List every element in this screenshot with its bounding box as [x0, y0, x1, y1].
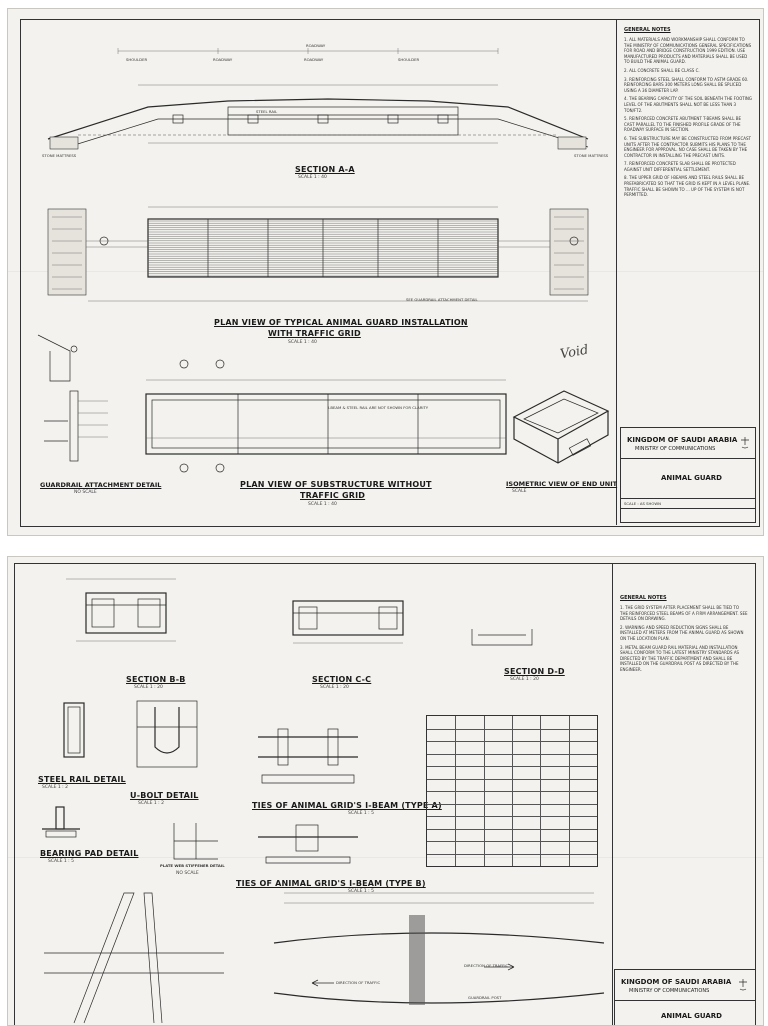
general-note-item: 2. ALL CONCRETE SHALL BE CLASS C. — [624, 67, 700, 73]
general-note-item: 7. REINFORCED CONCRETE SLAB SHALL BE PRO… — [624, 161, 736, 172]
section-bb-scale: SCALE 1 : 20 — [134, 685, 163, 690]
ties-type-a-scale: SCALE 1 : 5 — [348, 811, 374, 816]
section-cc-drawing — [292, 600, 404, 644]
notes-column-divider — [612, 563, 613, 1025]
bearing-pad-drawing — [42, 806, 80, 838]
general-note-item: 4. THE BEARING CAPACITY OF THE SOIL BENE… — [624, 96, 752, 113]
dimension-label: ROADWAY — [304, 57, 324, 62]
site-layout-drawing — [44, 892, 605, 1024]
guardrail-detail-title: GUARDRAIL ATTACHMENT DETAIL — [40, 481, 162, 489]
general-notes-list: 1. THE GRID SYSTEM AFTER PLACEMENT SHALL… — [620, 605, 748, 676]
section-bb-title: SECTION B-B — [126, 675, 186, 684]
substructure-title-line2: TRAFFIC GRID — [300, 491, 366, 500]
stone-mattress-label-right: STONE MATTRESS — [574, 153, 609, 158]
substructure-scale: SCALE 1 : 40 — [308, 502, 337, 507]
plan-view-scale: SCALE 1 : 40 — [288, 340, 317, 345]
title-block-drawing-name: ANIMAL GUARD — [661, 1012, 722, 1020]
direction-traffic-label-2: DIRECTION OF TRAFFIC — [464, 963, 509, 968]
bearing-pad-title: BEARING PAD DETAIL — [40, 849, 139, 858]
guardrail-detail-scale: NO SCALE — [74, 490, 97, 495]
drawing-border — [20, 19, 760, 527]
title-block: KINGDOM OF SAUDI ARABIA MINISTRY OF COMM… — [620, 427, 756, 523]
substructure-title: PLAN VIEW OF SUBSTRUCTURE WITHOUT — [240, 480, 432, 489]
guardrail-attach-label: SEE GUARDRAIL ATTACHMENT DETAIL — [406, 297, 478, 302]
steel-rail-scale: SCALE 1 : 2 — [42, 785, 68, 790]
substructure-plan-drawing — [145, 359, 507, 473]
notes-column-divider — [616, 19, 759, 525]
section-dd-scale: SCALE 1 : 20 — [510, 677, 539, 682]
section-cc-scale: SCALE 1 : 20 — [320, 685, 349, 690]
ties-type-b-drawing — [258, 824, 358, 864]
section-dd-drawing — [471, 629, 533, 646]
isometric-end-unit-drawing — [512, 390, 610, 464]
bearing-pad-scale: SCALE 1 : 5 — [48, 859, 74, 864]
bar-schedule-table — [426, 715, 598, 867]
general-notes-list: 1. ALL MATERIALS AND WORKMANSHIP SHALL C… — [624, 37, 752, 201]
guardrail-post-label: GUARDRAIL POST — [468, 995, 502, 1000]
dimension-label: ROADWAY — [213, 57, 233, 62]
title-block-scale: SCALE : AS SHOWN — [624, 501, 661, 506]
u-bolt-scale: SCALE 1 : 2 — [138, 801, 164, 806]
ties-type-b-title: TIES OF ANIMAL GRID'S I-BEAM (TYPE B) — [236, 879, 426, 888]
section-dd-title: SECTION D-D — [504, 667, 565, 676]
u-bolt-drawing — [136, 700, 198, 768]
plan-view-title-line2: WITH TRAFFIC GRID — [268, 329, 361, 338]
general-note-item: 2. WARNING AND SPEED REDUCTION SIGNS SHA… — [620, 624, 744, 641]
drawing-border — [14, 563, 756, 1025]
general-notes-title: GENERAL NOTES — [620, 595, 667, 601]
emblem-icon — [741, 437, 749, 449]
steel-rail-title: STEEL RAIL DETAIL — [38, 775, 126, 784]
general-notes-title: GENERAL NOTES — [624, 27, 671, 33]
emblem-icon — [739, 979, 747, 991]
dimension-label: SHOULDER — [398, 57, 420, 62]
paper-fold — [8, 857, 763, 858]
general-note-item: 8. THE UPPER GRID OF I-BEAMS AND STEEL R… — [624, 175, 751, 198]
section-aa-title: SECTION A-A — [295, 165, 355, 174]
title-block: KINGDOM OF SAUDI ARABIA MINISTRY OF COMM… — [614, 969, 756, 1025]
general-note-item: 6. THE SUBSTRUCTURE MAY BE CONSTRUCTED F… — [624, 135, 751, 158]
isometric-title: ISOMETRIC VIEW OF END UNIT — [506, 480, 618, 488]
ties-type-a-title: TIES OF ANIMAL GRID'S I-BEAM (TYPE A) — [252, 801, 442, 810]
section-bb-drawing — [66, 578, 176, 642]
plate-web-title: PLATE WEB STIFFENER DETAIL — [160, 863, 225, 868]
ties-type-a-drawing — [258, 728, 358, 784]
general-note-item: 5. REINFORCED CONCRETE ABUTMENT T-BEAMS … — [624, 116, 742, 133]
ties-type-b-scale: SCALE 1 : 5 — [348, 889, 374, 894]
stone-mattress-label-left: STONE MATTRESS — [42, 153, 77, 158]
drawing-sheet-2: GENERAL NOTES 1. THE GRID SYSTEM AFTER P… — [7, 556, 764, 1026]
u-bolt-title: U-BOLT DETAIL — [130, 791, 199, 800]
title-block-drawing-name: ANIMAL GUARD — [661, 474, 722, 482]
steel-rail-label: STEEL RAIL — [256, 109, 278, 114]
general-note-item: 3. METAL BEAM GUARD RAIL MATERIAL AND IN… — [620, 644, 740, 672]
direction-traffic-label-1: DIRECTION OF TRAFFIC — [336, 980, 381, 985]
section-aa-drawing — [47, 48, 589, 150]
traffic-grid-hatch — [148, 219, 498, 277]
general-note-item: 1. THE GRID SYSTEM AFTER PLACEMENT SHALL… — [620, 605, 748, 622]
dimension-label: SHOULDER — [126, 57, 148, 62]
guardrail-detail-drawing — [37, 334, 108, 462]
plate-web-scale: NO SCALE — [176, 871, 199, 876]
steel-rail-drawing — [63, 702, 85, 758]
title-block-ministry: MINISTRY OF COMMUNICATIONS — [635, 446, 716, 452]
section-aa-scale: SCALE 1 : 40 — [298, 175, 327, 180]
general-note-item: 3. REINFORCING STEEL SHALL CONFORM TO AS… — [624, 76, 749, 93]
i-beam-note: I-BEAM & STEEL RAIL ARE NOT SHOWN FOR CL… — [328, 405, 429, 410]
roadway-label: ROADWAY — [306, 43, 326, 48]
isometric-scale: SCALE — [512, 489, 527, 494]
title-block-ministry: MINISTRY OF COMMUNICATIONS — [629, 988, 710, 994]
plate-web-drawing — [173, 823, 218, 860]
section-cc-title: SECTION C-C — [312, 675, 372, 684]
plan-view-grid-drawing — [47, 206, 589, 302]
general-note-item: 1. ALL MATERIALS AND WORKMANSHIP SHALL C… — [624, 37, 752, 65]
title-block-country: KINGDOM OF SAUDI ARABIA — [621, 978, 732, 986]
plan-view-title: PLAN VIEW OF TYPICAL ANIMAL GUARD INSTAL… — [214, 318, 468, 327]
title-block-country: KINGDOM OF SAUDI ARABIA — [627, 436, 738, 444]
drawing-sheet-1: GENERAL NOTES 1. ALL MATERIALS AND WORKM… — [7, 8, 764, 536]
